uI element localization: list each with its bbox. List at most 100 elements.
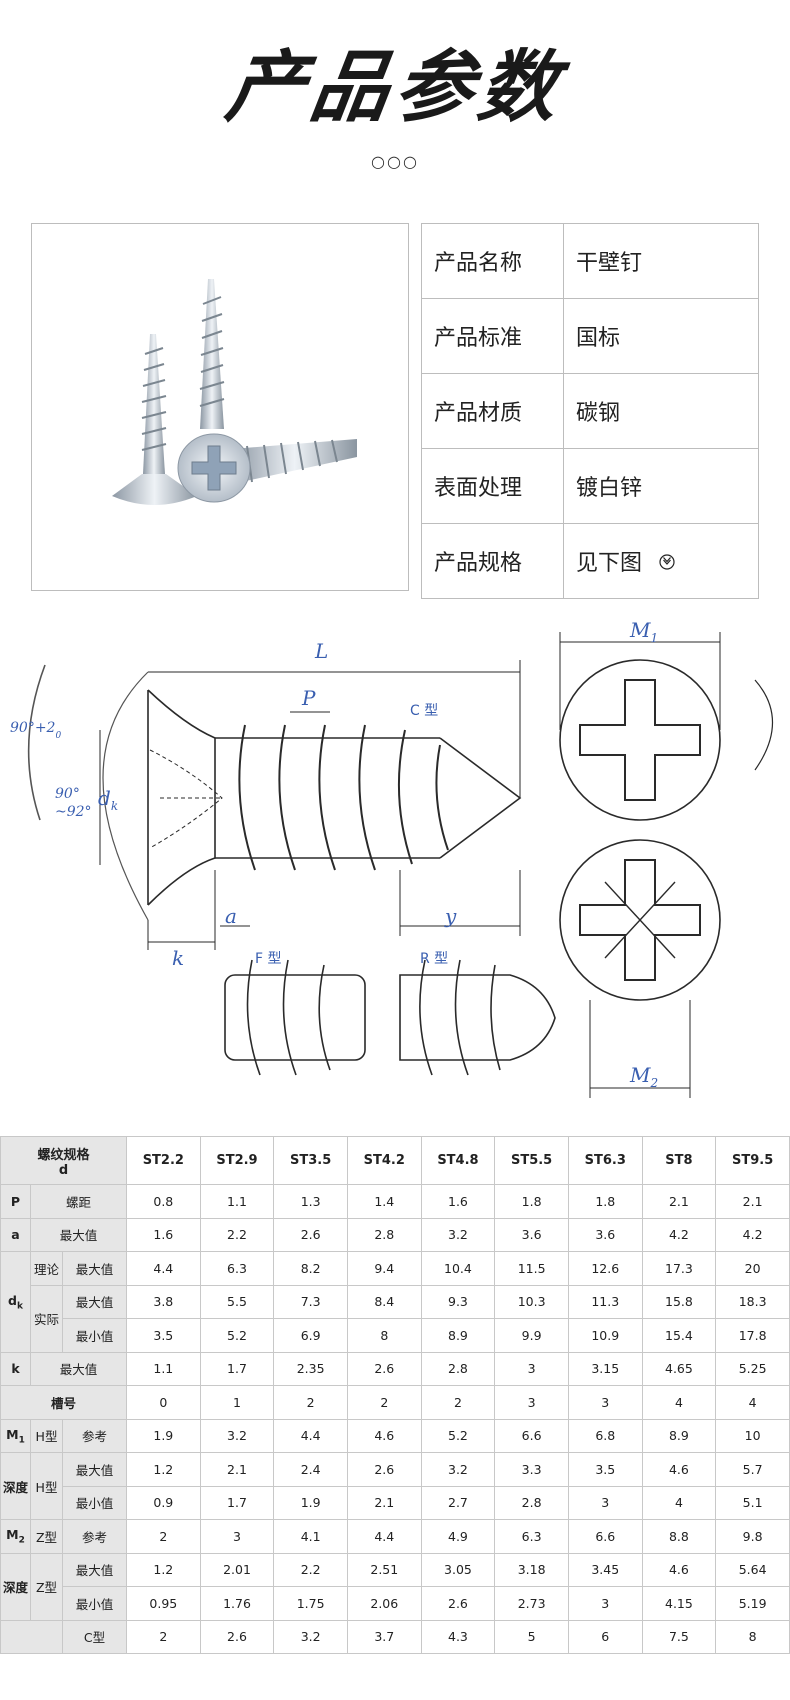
spec-cell: 3.3 [494,1452,569,1487]
spec-cell: 6.3 [494,1519,569,1554]
row-label: 参考 [62,1519,127,1554]
row-label: 最大值 [30,1351,127,1386]
row-label: 最小值 [62,1586,127,1621]
info-row: 产品材质 碳钢 [421,373,759,449]
info-row: 产品标准 国标 [421,298,759,374]
spec-cell: 17.8 [715,1318,790,1353]
spec-cell: 1.76 [199,1586,275,1621]
spec-cell: 8.2 [273,1251,348,1286]
spec-cell: 2.7 [420,1485,496,1520]
spec-cell: 7.3 [273,1284,348,1319]
spec-cell: 18.3 [715,1284,790,1319]
spec-cell: 5.7 [715,1452,790,1487]
spec-cell: 0.95 [126,1586,201,1621]
size-header: ST5.5 [494,1136,569,1185]
spec-cell: 1.75 [273,1586,348,1621]
info-key: 产品规格 [421,523,564,599]
info-value: 见下图 [563,523,759,599]
spec-cell: 3.5 [567,1452,643,1487]
spec-cell: 2.51 [346,1552,422,1587]
spec-cell: 4 [715,1385,790,1420]
spec-cell: 2.1 [715,1184,790,1219]
size-header: ST2.2 [126,1136,201,1185]
size-header: ST3.5 [273,1136,348,1185]
spec-cell: 2.6 [346,1452,422,1487]
spec-cell: 3 [199,1519,275,1554]
spec-cell: 15.4 [641,1318,717,1353]
spec-cell: 8.4 [346,1284,422,1319]
spec-cell: 4.4 [126,1251,201,1286]
info-row: 产品规格 见下图 [421,523,759,599]
spec-cell: 2.8 [494,1485,569,1520]
dim-P: P [301,686,316,710]
info-key: 表面处理 [421,448,564,524]
spec-cell: 9.3 [420,1284,496,1319]
spec-cell: 5.64 [715,1552,790,1587]
spec-cell: 4.2 [641,1217,717,1252]
spec-cell: 4 [641,1385,717,1420]
spec-cell: 9.8 [715,1519,790,1554]
info-key: 产品名称 [421,223,564,299]
page-title: 产品参数 [220,43,570,133]
title-dots: ○○○ [371,152,419,171]
spec-cell: 2 [126,1519,201,1554]
spec-cell: 8 [346,1318,422,1353]
spec-cell: 1.1 [126,1351,201,1386]
spec-cell: 1 [199,1385,275,1420]
row-label: 最小值 [62,1318,127,1353]
screw-lying [177,433,357,503]
spec-cell: 2.6 [199,1619,275,1654]
row-symbol: k [0,1351,31,1386]
spec-cell: 17.3 [641,1251,717,1286]
spec-cell: 5.5 [199,1284,275,1319]
spec-cell: 3.8 [126,1284,201,1319]
spec-cell: 2.1 [346,1485,422,1520]
spec-cell: 9.4 [346,1251,422,1286]
spec-cell: 0.9 [126,1485,201,1520]
spec-cell: 9.9 [494,1318,569,1353]
size-header: ST4.2 [346,1136,422,1185]
dim-a: a [225,904,237,928]
spec-cell: 11.3 [567,1284,643,1319]
spec-cell: 20 [715,1251,790,1286]
spec-cell: 5.2 [420,1418,496,1453]
spec-cell: 2.06 [346,1586,422,1621]
row-label: C型 [62,1619,127,1654]
technical-drawing: L P a y k dk 90°+20 90° ~92° M1 M2 C 型 F… [0,618,790,1100]
row-sublabel: 实际 [30,1284,63,1353]
spec-cell: 3 [494,1385,569,1420]
spec-cell: 2.1 [199,1452,275,1487]
spec-cell: 5.1 [715,1485,790,1520]
spec-cell: 1.9 [273,1485,348,1520]
row-label: 最大值 [62,1284,127,1319]
spec-see-below: 见下图 [576,551,643,576]
spec-cell: 0.8 [126,1184,201,1219]
spec-cell: 7.5 [641,1619,717,1654]
spec-cell: 4.4 [346,1519,422,1554]
spec-cell: 4.15 [641,1586,717,1621]
dim-k: k [172,946,184,970]
spec-cell: 10.4 [420,1251,496,1286]
spec-cell: 0 [126,1385,201,1420]
spec-cell: 2 [420,1385,496,1420]
row-label: 最大值 [62,1552,127,1587]
angle-mid-2: ~92° [55,804,92,820]
row-sublabel: H型 [30,1452,63,1520]
spec-cell: 2.2 [273,1552,348,1587]
spec-cell: 3 [567,1485,643,1520]
size-header: ST6.3 [567,1136,643,1185]
spec-cell: 8.8 [641,1519,717,1554]
spec-cell: 2.4 [273,1452,348,1487]
spec-cell: 4.4 [273,1418,348,1453]
dim-L: L [314,639,328,663]
size-header: ST4.8 [420,1136,496,1185]
spec-cell: 8.9 [420,1318,496,1353]
spec-cell: 4.2 [715,1217,790,1252]
